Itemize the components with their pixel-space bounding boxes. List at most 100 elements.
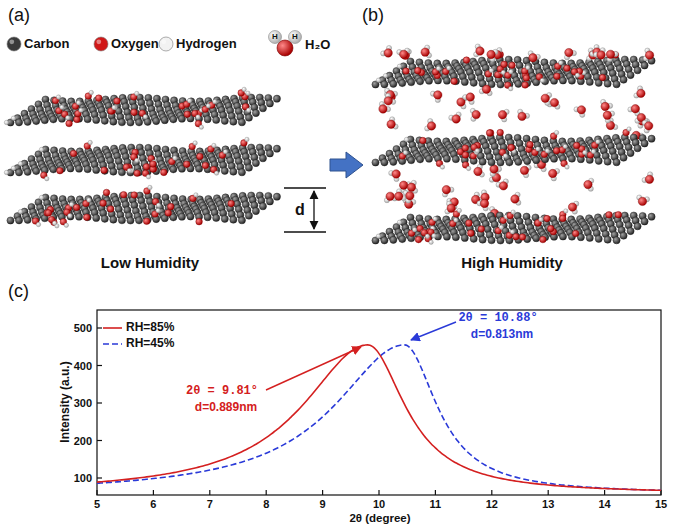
atom-sphere	[202, 161, 209, 168]
atom-sphere	[143, 115, 147, 119]
tick-label: 14	[598, 498, 610, 510]
atom-sphere	[461, 234, 468, 241]
atom-sphere	[604, 236, 611, 243]
atom-sphere	[397, 220, 401, 224]
atom-sphere	[440, 165, 444, 169]
atom-sphere	[519, 234, 526, 241]
y-tick	[97, 402, 102, 403]
tick-label: 400	[74, 359, 92, 371]
atom-sphere	[412, 227, 416, 231]
atom-sphere	[545, 149, 549, 153]
water-oxygen	[490, 165, 498, 173]
atom-sphere	[127, 169, 134, 176]
atom-sphere	[563, 144, 567, 148]
atom-sphere	[118, 217, 125, 224]
atom-sphere	[604, 80, 611, 87]
atom-sphere	[259, 105, 266, 112]
plot-frame	[97, 310, 661, 495]
atom-sphere	[245, 137, 249, 141]
water-oxygen	[529, 54, 537, 62]
atom-sphere	[620, 76, 627, 83]
atom-sphere	[238, 217, 245, 224]
water-oxygen	[277, 40, 293, 56]
atom-sphere	[161, 117, 168, 124]
peak-annotation: 2θ = 10.88°	[458, 312, 537, 325]
water-oxygen	[645, 175, 653, 183]
atom-sphere	[613, 159, 620, 166]
axis-title: Intensity (a.u.)	[59, 361, 72, 442]
atom-sphere	[648, 213, 655, 220]
atom-sphere	[533, 235, 540, 242]
atom-sphere	[634, 223, 641, 230]
water-oxygen	[577, 106, 585, 114]
atom-sphere	[273, 193, 280, 200]
atom-sphere	[497, 129, 504, 136]
atom-sphere	[66, 120, 73, 127]
legend-swatch	[94, 37, 108, 51]
water-oxygen	[434, 91, 442, 99]
atom-sphere	[475, 149, 479, 153]
atom-sphere	[463, 57, 470, 64]
atom-sphere	[156, 203, 160, 207]
water-oxygen	[400, 50, 408, 58]
atom-sphere	[45, 210, 52, 217]
water-oxygen	[476, 47, 484, 55]
atom-sphere	[403, 150, 407, 154]
atom-sphere	[583, 150, 587, 154]
legend-text: H₂O	[305, 38, 330, 52]
water-oxygen	[427, 122, 435, 130]
atom-sphere	[497, 81, 504, 88]
atom-sphere	[15, 217, 22, 224]
atom-sphere	[425, 234, 429, 238]
atom-sphere	[526, 65, 530, 69]
atom-sphere	[604, 158, 611, 165]
atom-sphere	[627, 149, 634, 156]
legend-swatch	[7, 37, 21, 51]
atom-sphere	[479, 236, 486, 243]
water-oxygen	[387, 120, 395, 128]
water-oxygen	[452, 115, 460, 123]
spacing-marker	[284, 188, 326, 232]
legend-line-sample	[103, 327, 122, 329]
water-oxygen	[482, 85, 490, 93]
swatch-highlight	[161, 39, 166, 44]
swatch-highlight	[9, 39, 14, 44]
water-oxygen	[421, 48, 429, 56]
atom-sphere	[523, 75, 530, 82]
atom-sphere	[390, 236, 397, 243]
atom-sphere	[178, 213, 185, 220]
atom-sphere	[18, 161, 22, 165]
atom-sphere	[553, 147, 560, 154]
atom-sphere	[648, 135, 655, 142]
tick-label: 15	[655, 498, 667, 510]
atom-sphere	[135, 91, 139, 95]
tick-label: 200	[74, 434, 92, 446]
atom-sphere	[153, 117, 160, 124]
atom-sphere	[24, 118, 31, 125]
atom-sphere	[381, 237, 388, 244]
tick-label: 6	[150, 498, 156, 510]
tick-label: 8	[263, 498, 269, 510]
atom-sphere	[591, 149, 595, 153]
atom-sphere	[446, 66, 450, 70]
water-oxygen	[442, 185, 450, 193]
water-oxygen	[395, 192, 403, 200]
atom-sphere	[202, 162, 209, 169]
atom-sphere	[230, 216, 237, 223]
x-tick	[604, 490, 605, 495]
atom-sphere	[641, 218, 648, 225]
atom-sphere	[547, 225, 554, 232]
atom-sphere	[559, 233, 566, 240]
atom-sphere	[273, 145, 280, 152]
atom-sphere	[266, 150, 273, 157]
atom-sphere	[376, 78, 380, 82]
atom-sphere	[146, 175, 150, 179]
atom-sphere	[468, 230, 475, 237]
tick-label: 7	[207, 498, 213, 510]
atom-sphere	[497, 159, 504, 166]
water-oxygen	[399, 181, 407, 189]
water-oxygen	[386, 192, 394, 200]
atom-sphere	[634, 145, 641, 152]
tick-label: 13	[542, 498, 554, 510]
atom-sphere	[167, 203, 174, 210]
